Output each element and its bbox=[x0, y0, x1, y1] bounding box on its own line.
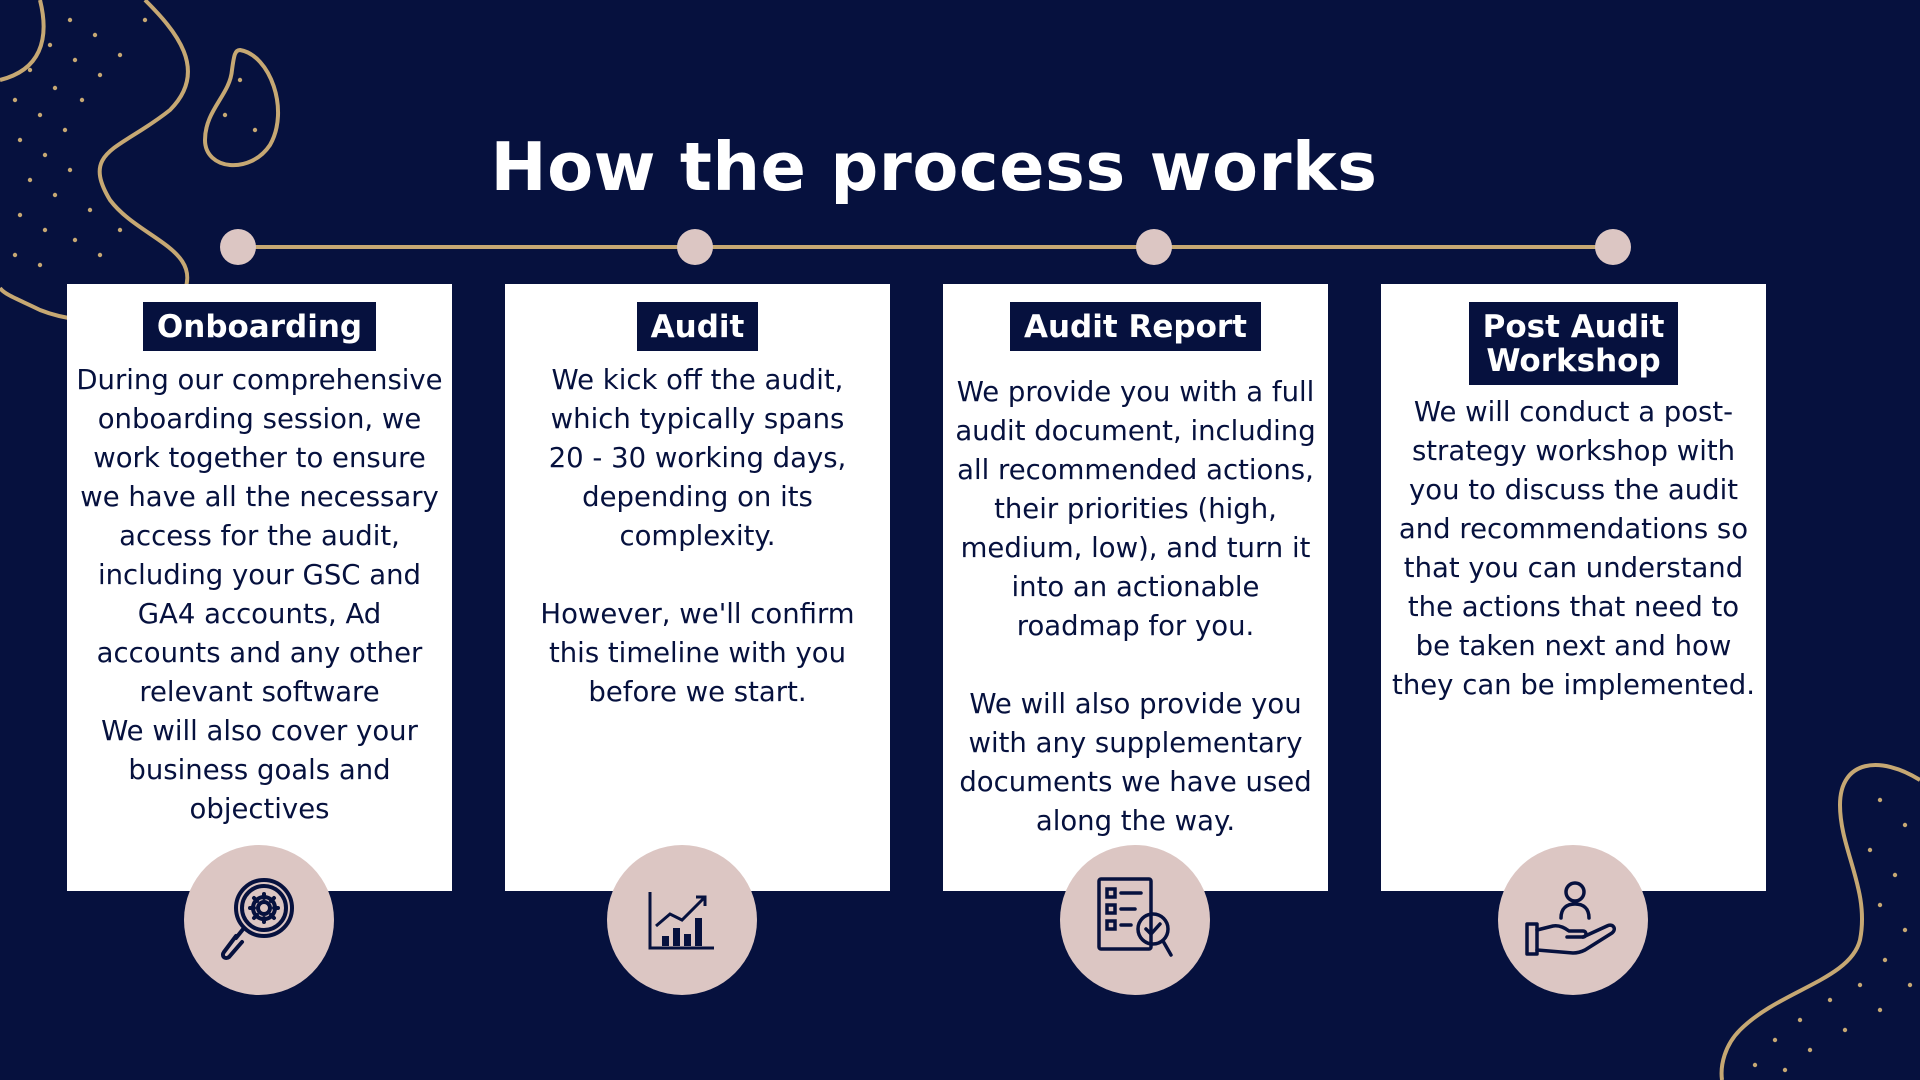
step-title: Onboarding bbox=[142, 302, 377, 351]
step-card-post-audit-workshop: Post Audit Workshop We will conduct a po… bbox=[1381, 284, 1766, 891]
step-description: We kick off the audit, which typically s… bbox=[540, 364, 855, 708]
timeline-dot-audit-report bbox=[1136, 229, 1172, 265]
magnifier-gear-icon bbox=[220, 878, 294, 961]
decorative-blob-top-left bbox=[0, 0, 280, 323]
step-description: We provide you with a full audit documen… bbox=[955, 376, 1316, 837]
page-title: How the process works bbox=[490, 128, 1378, 206]
step-title: Post Audit Workshop bbox=[1468, 302, 1679, 385]
icon-circle-post-audit-workshop bbox=[1498, 845, 1648, 995]
icon-circle-onboarding bbox=[184, 845, 334, 995]
step-card-audit: Audit We kick off the audit, which typic… bbox=[505, 284, 890, 891]
step-card-onboarding: Onboarding During our comprehensive onbo… bbox=[67, 284, 452, 891]
timeline-dot-audit bbox=[677, 229, 713, 265]
timeline-dot-onboarding bbox=[220, 229, 256, 265]
timeline-line bbox=[238, 245, 1612, 249]
step-description: We will conduct a post- strategy worksho… bbox=[1392, 396, 1755, 701]
growth-chart-icon bbox=[648, 892, 714, 950]
icon-circle-audit bbox=[607, 845, 757, 995]
decorative-blob-bottom-right bbox=[1719, 763, 1920, 1080]
hand-person-icon bbox=[1525, 881, 1616, 956]
step-description: During our comprehensive onboarding sess… bbox=[76, 364, 443, 825]
step-title: Audit bbox=[636, 302, 759, 351]
step-card-audit-report: Audit Report We provide you with a full … bbox=[943, 284, 1328, 891]
step-title: Audit Report bbox=[1010, 302, 1261, 351]
timeline-dot-post-audit-workshop bbox=[1595, 229, 1631, 265]
icon-circle-audit-report bbox=[1060, 845, 1210, 995]
checklist-report-icon bbox=[1097, 877, 1173, 957]
